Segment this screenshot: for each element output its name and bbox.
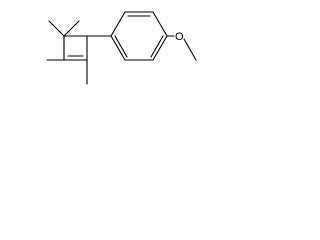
benzene-bond-6 bbox=[110, 35, 126, 61]
gem-methyl-bond-2 bbox=[63, 20, 80, 37]
cyclobutene-ring bbox=[63, 35, 88, 61]
benzene-ring bbox=[110, 11, 168, 61]
benzene-double-bond-inner-3 bbox=[114, 35, 128, 58]
gem-methyl-bond-1 bbox=[48, 20, 65, 37]
molecule-diagram: O bbox=[46, 11, 197, 85]
benzene-bond-4 bbox=[152, 35, 168, 61]
benzene-bond-1 bbox=[110, 11, 126, 37]
methyl-substituents bbox=[46, 20, 88, 85]
oxygen-atom-label: O bbox=[175, 31, 184, 43]
benzene-bond-3 bbox=[152, 11, 168, 37]
benzene-double-bond-inner-2 bbox=[150, 35, 164, 58]
oxygen-to-methyl-bond bbox=[183, 38, 197, 61]
structure-canvas: O bbox=[0, 0, 220, 114]
